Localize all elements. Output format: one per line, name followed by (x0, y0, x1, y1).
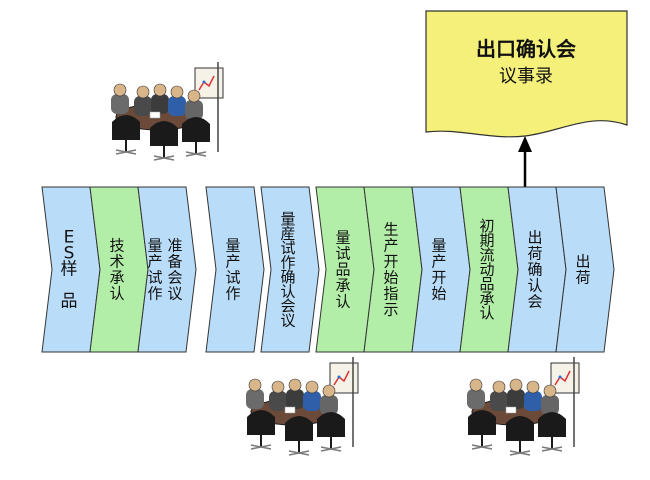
step-3-char: 议 (167, 285, 182, 303)
meeting-minutes-document: 出口确认会 议事录 (426, 11, 627, 137)
process-steps: ES样品技术承认准备会议量产试作量产试作量産试作确认会议量试品承认生产开始指示量… (42, 187, 614, 352)
step-1-char: 品 (61, 292, 78, 312)
note-title-line1: 出口确认会 (476, 37, 576, 61)
step-11-char: 荷 (575, 269, 590, 287)
step-5-char: 议 (280, 311, 295, 329)
step-6-char: 认 (335, 293, 350, 311)
flow-up-arrow (518, 136, 532, 187)
step-9-char: 认 (479, 304, 494, 322)
step-7-char: 示 (383, 301, 398, 319)
step-8-char: 始 (431, 285, 446, 303)
step-2-char: 认 (109, 285, 124, 303)
note-title-line2: 议事录 (499, 66, 553, 87)
step-3-char: 作 (147, 285, 162, 303)
step-4-char: 作 (225, 285, 240, 303)
meeting-illustration-trial-confirmation (246, 357, 358, 455)
meeting-illustration-technical-approval (111, 62, 223, 160)
meeting-illustration-early-flow-approval (467, 357, 579, 455)
step-1-char: 样 (61, 260, 78, 280)
step-10-char: 会 (527, 293, 542, 311)
